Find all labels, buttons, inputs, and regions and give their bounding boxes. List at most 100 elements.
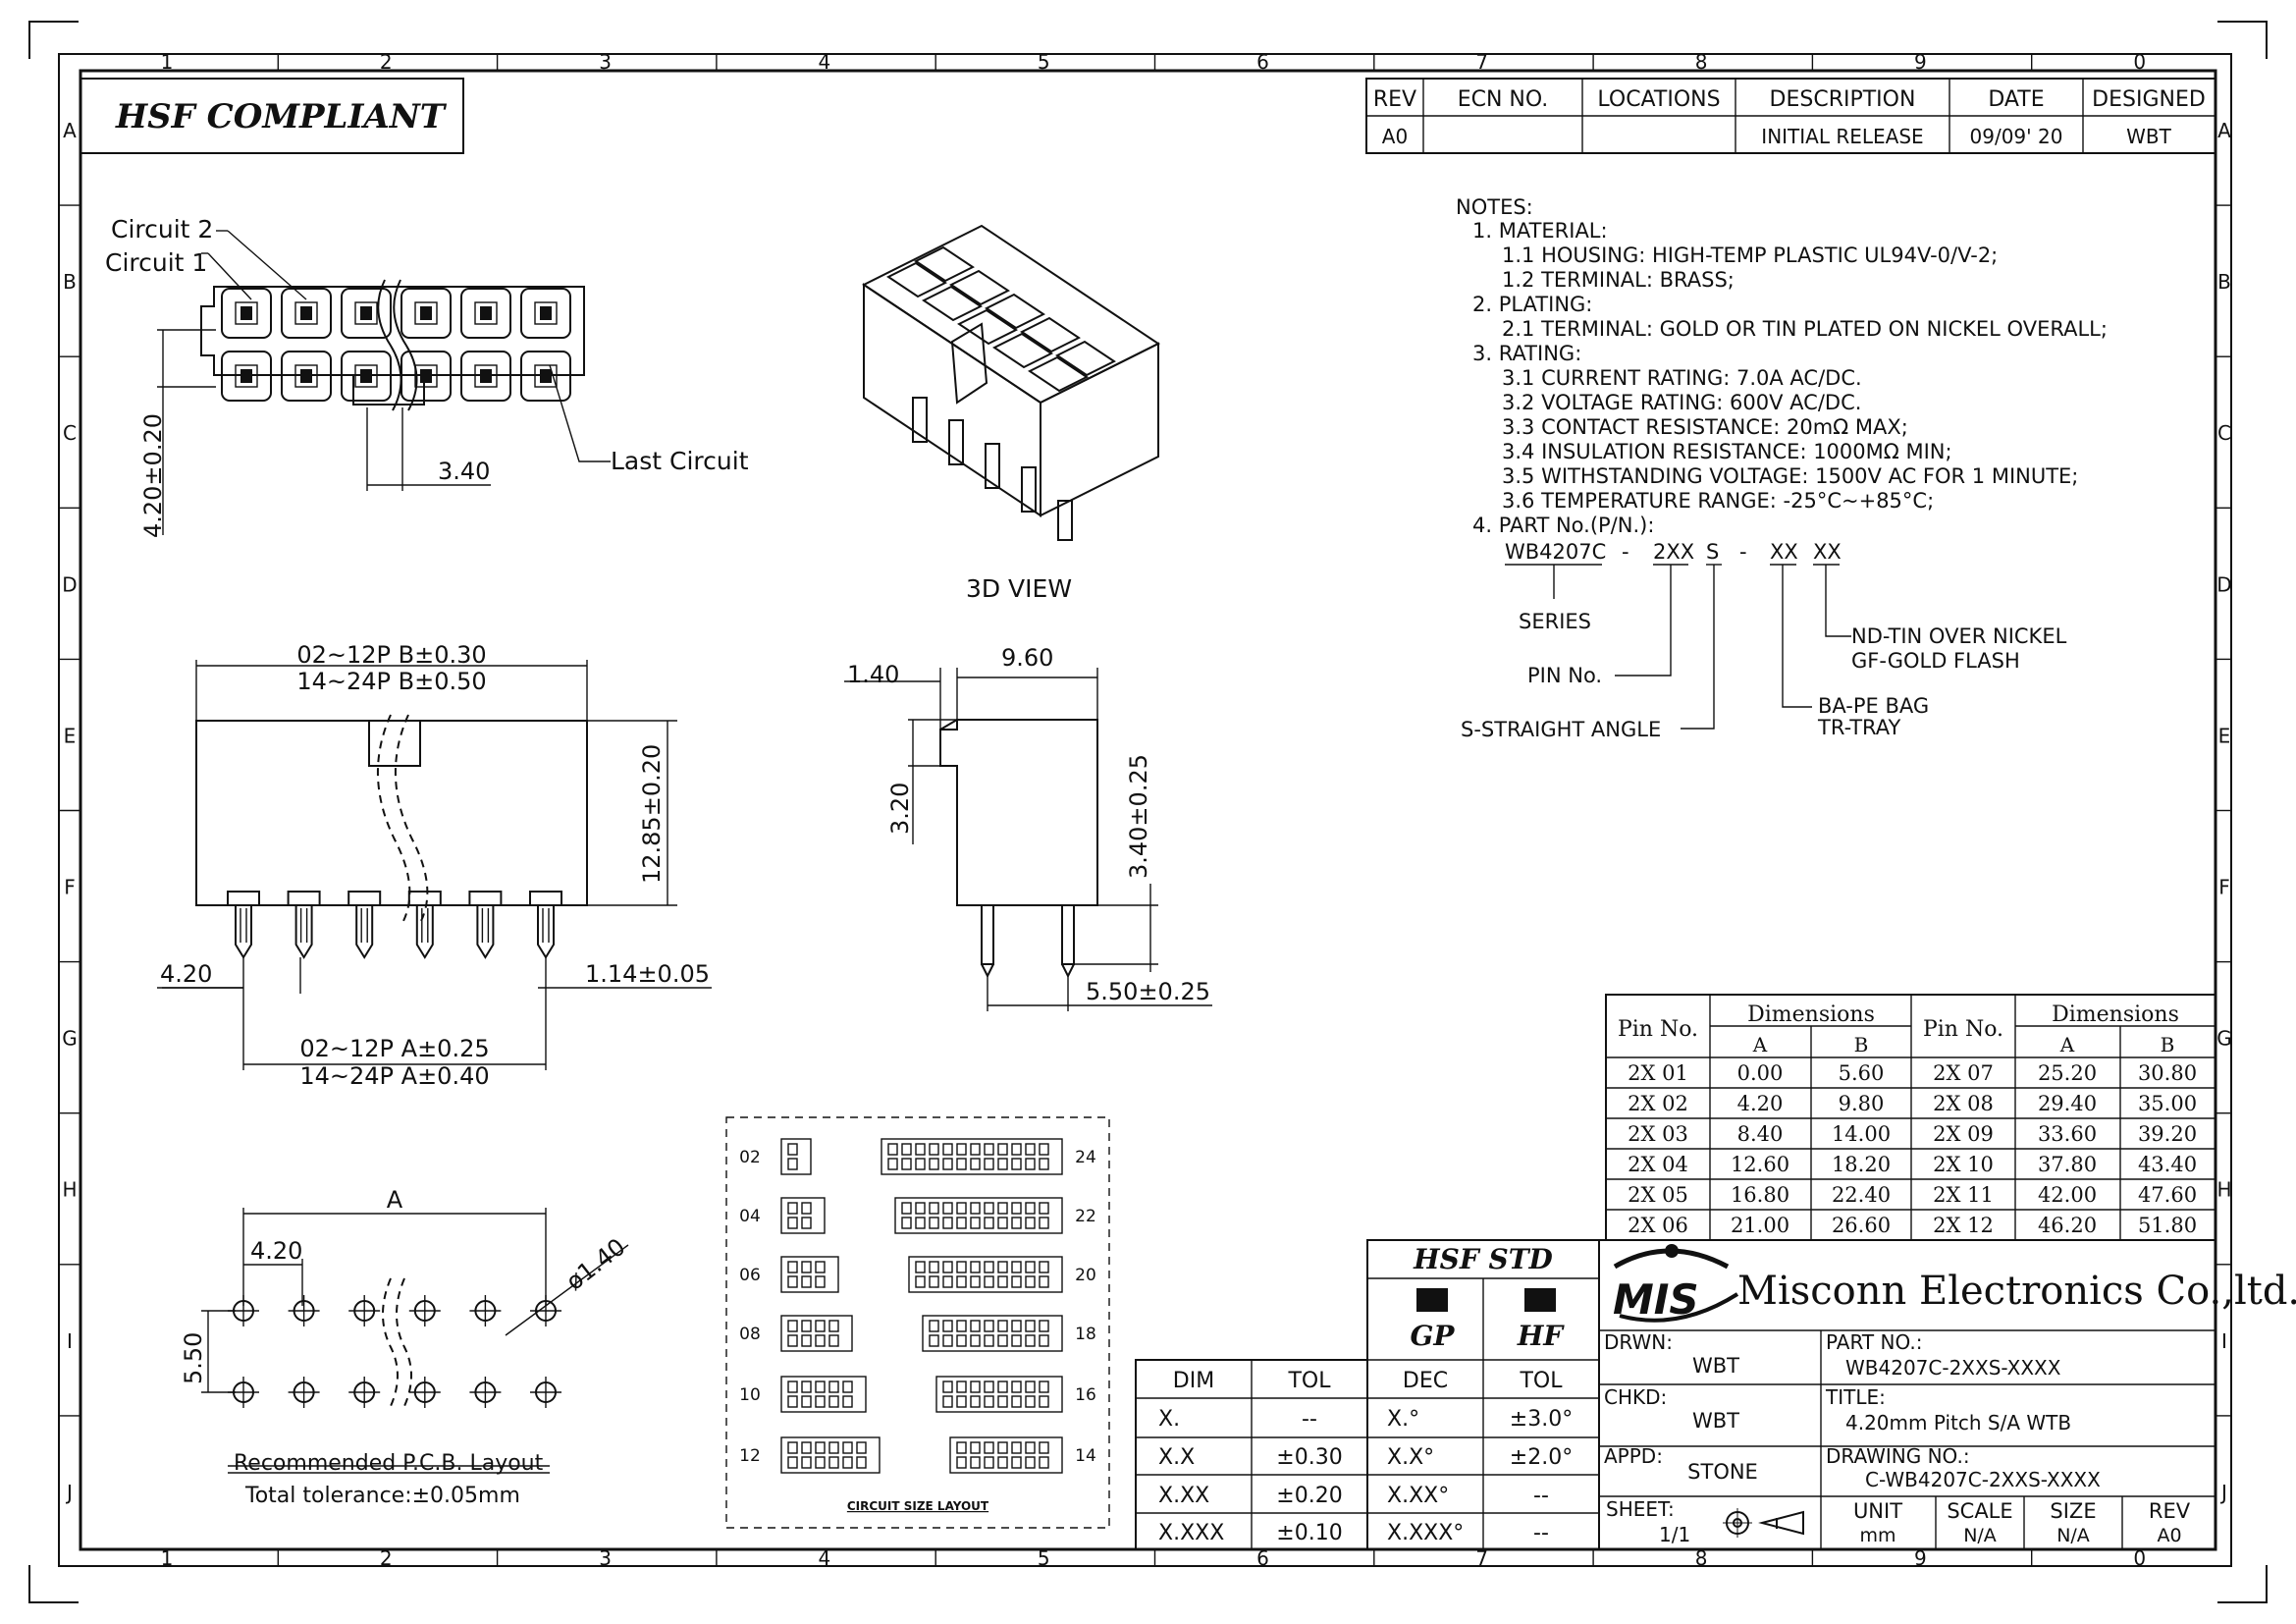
note-line: 3.2 VOLTAGE RATING: 600V AC/DC.: [1502, 391, 1861, 414]
company-logo: MIS: [1613, 1244, 1739, 1324]
top-cavity: [281, 288, 332, 339]
terminal-slot: [294, 301, 318, 325]
front-view: 02~12P B±0.30 14~24P B±0.50 12.85±0.20 4…: [157, 641, 712, 1090]
frame-row-label: F: [64, 876, 76, 899]
side-d5: 5.50±0.25: [1086, 978, 1210, 1005]
dim-table-cell: 2X 05: [1628, 1183, 1688, 1207]
frame-column-label: 8: [1695, 1546, 1708, 1570]
dim-table-cell: 30.80: [2138, 1061, 2197, 1085]
cavity-3d: [914, 245, 975, 283]
frame-column-label: 6: [1256, 50, 1269, 74]
pin: [355, 905, 374, 959]
dim-table-cell: 51.80: [2138, 1214, 2197, 1237]
sheet-value: 1/1: [1659, 1523, 1690, 1546]
chkd-label: CHKD:: [1604, 1385, 1667, 1409]
frame-row-label: J: [2219, 1481, 2227, 1504]
top-cavity: [341, 288, 392, 339]
tol-dim-cell: X.X: [1158, 1445, 1195, 1470]
notes-heading: NOTES:: [1456, 195, 1533, 219]
hsf-compliant-box: [80, 78, 464, 154]
pcb-layout-title: Recommended P.C.B. Layout: [234, 1451, 544, 1476]
frame-column-label: 5: [1038, 50, 1050, 74]
dim-table-cell: 2X 06: [1628, 1214, 1688, 1237]
frame-row-label: F: [2218, 876, 2230, 899]
circuit-size-left-label: 12: [739, 1446, 761, 1466]
side-view: 1.40 9.60 3.20 3.40±0.25 5.50±0.25: [844, 644, 1212, 1011]
corner-marks: [28, 21, 2268, 1603]
drawing-no-value: C-WB4207C-2XXS-XXXX: [1865, 1468, 2101, 1491]
terminal-slot: [235, 301, 258, 325]
pin-shoulder: [287, 891, 321, 906]
dim-table-cell: 18.20: [1832, 1153, 1891, 1176]
frame-column-label: 4: [819, 50, 831, 74]
frame-row-label: I: [67, 1329, 73, 1353]
dim-table-cell: 33.60: [2038, 1122, 2097, 1146]
note-line: 2. PLATING:: [1472, 293, 1592, 316]
connector-size-outline: [894, 1197, 1063, 1234]
frame-column-label: 6: [1256, 1546, 1269, 1570]
hsf-dec-cell: X.XXX°: [1387, 1521, 1464, 1545]
note-line: 1.1 HOUSING: HIGH-TEMP PLASTIC UL94V-0/V…: [1502, 244, 1998, 267]
circuit-size-right-label: 22: [1075, 1207, 1096, 1226]
appd-value: STONE: [1687, 1460, 1758, 1484]
cavity-3d: [957, 308, 1018, 346]
note-line: 1. MATERIAL:: [1472, 219, 1608, 243]
dim-table-cell: 9.80: [1839, 1092, 1885, 1115]
pin-shoulder: [227, 891, 260, 906]
terminal-slot: [534, 364, 558, 388]
front-pitch-dim: 4.20: [160, 960, 212, 988]
rev-value: A0: [1382, 125, 1408, 148]
connector-size-outline: [780, 1315, 853, 1352]
note-line: 2.1 TERMINAL: GOLD OR TIN PLATED ON NICK…: [1502, 317, 2108, 341]
frame-column-label: 1: [161, 1546, 174, 1570]
frame-row-label: H: [62, 1178, 77, 1202]
dim-a-header-left: A: [1752, 1033, 1768, 1056]
dim-table-cell: 4.20: [1737, 1092, 1784, 1115]
pin-shoulder: [468, 891, 503, 906]
frame-column-label: 3: [599, 50, 612, 74]
hsf-dec-cell: X.XX°: [1387, 1484, 1449, 1508]
pin-shoulder: [407, 891, 442, 906]
dim-table-cell: 2X 01: [1628, 1061, 1688, 1085]
frame-row-label: H: [2216, 1178, 2231, 1202]
front-a-dim-1: 02~12P A±0.25: [299, 1035, 489, 1062]
pin-shoulder: [529, 891, 562, 906]
pn-pack-code: XX: [1770, 540, 1798, 564]
dim-table-cell: 0.00: [1737, 1061, 1784, 1085]
top-view: Circuit 2 Circuit 1 Last Circuit 3.40 4.…: [105, 215, 749, 538]
size-label: SIZE: [2050, 1499, 2096, 1523]
title-value: 4.20mm Pitch S/A WTB: [1845, 1411, 2071, 1435]
pcb-a-label: A: [387, 1186, 403, 1214]
tol-dim-cell: X.XXX: [1158, 1521, 1224, 1545]
note-line: 3.3 CONTACT RESISTANCE: 20mΩ MAX;: [1502, 415, 1908, 439]
circuit-size-left-label: 08: [739, 1325, 761, 1344]
circuit-size-right-label: 14: [1075, 1446, 1096, 1466]
note-line: 3.5 WITHSTANDING VOLTAGE: 1500V AC FOR 1…: [1502, 464, 2078, 488]
terminal-slot: [414, 364, 438, 388]
dim-table-cell: 37.80: [2038, 1153, 2097, 1176]
dim-table-cell: 25.20: [2038, 1061, 2097, 1085]
part-number-diagram: WB4207C - 2XX S - XX XX SERIES PIN No. S…: [1461, 540, 2067, 741]
terminal-slot: [360, 369, 372, 383]
frame-row-label: G: [62, 1027, 78, 1051]
front-b-dim-1: 02~12P B±0.30: [296, 641, 486, 669]
company-name: Misconn Electronics Co.,ltd.: [1737, 1269, 2296, 1314]
terminal-slot: [354, 301, 378, 325]
appd-label: APPD:: [1604, 1444, 1663, 1468]
drawing-no-label: DRAWING NO.:: [1826, 1444, 1970, 1468]
tol-value-cell: ±0.30: [1276, 1445, 1342, 1470]
dim-table-cell: 2X 02: [1628, 1092, 1688, 1115]
hsf-tol-cell: ±3.0°: [1510, 1407, 1573, 1432]
top-cavity: [400, 288, 452, 339]
dim-table-cell: 2X 12: [1933, 1214, 1994, 1237]
pin-shoulder: [347, 891, 382, 906]
frame-row-label: I: [2221, 1329, 2227, 1353]
frame-column-label: 1: [161, 50, 174, 74]
dim-b-header-left: B: [1854, 1033, 1869, 1056]
drwn-label: DRWN:: [1604, 1330, 1673, 1354]
side-d4: 3.40±0.25: [1125, 754, 1152, 879]
dim-table-cell: 22.40: [1832, 1183, 1891, 1207]
dim-dims-header-left: Dimensions: [1747, 1002, 1875, 1027]
connector-size-outline: [881, 1138, 1063, 1175]
